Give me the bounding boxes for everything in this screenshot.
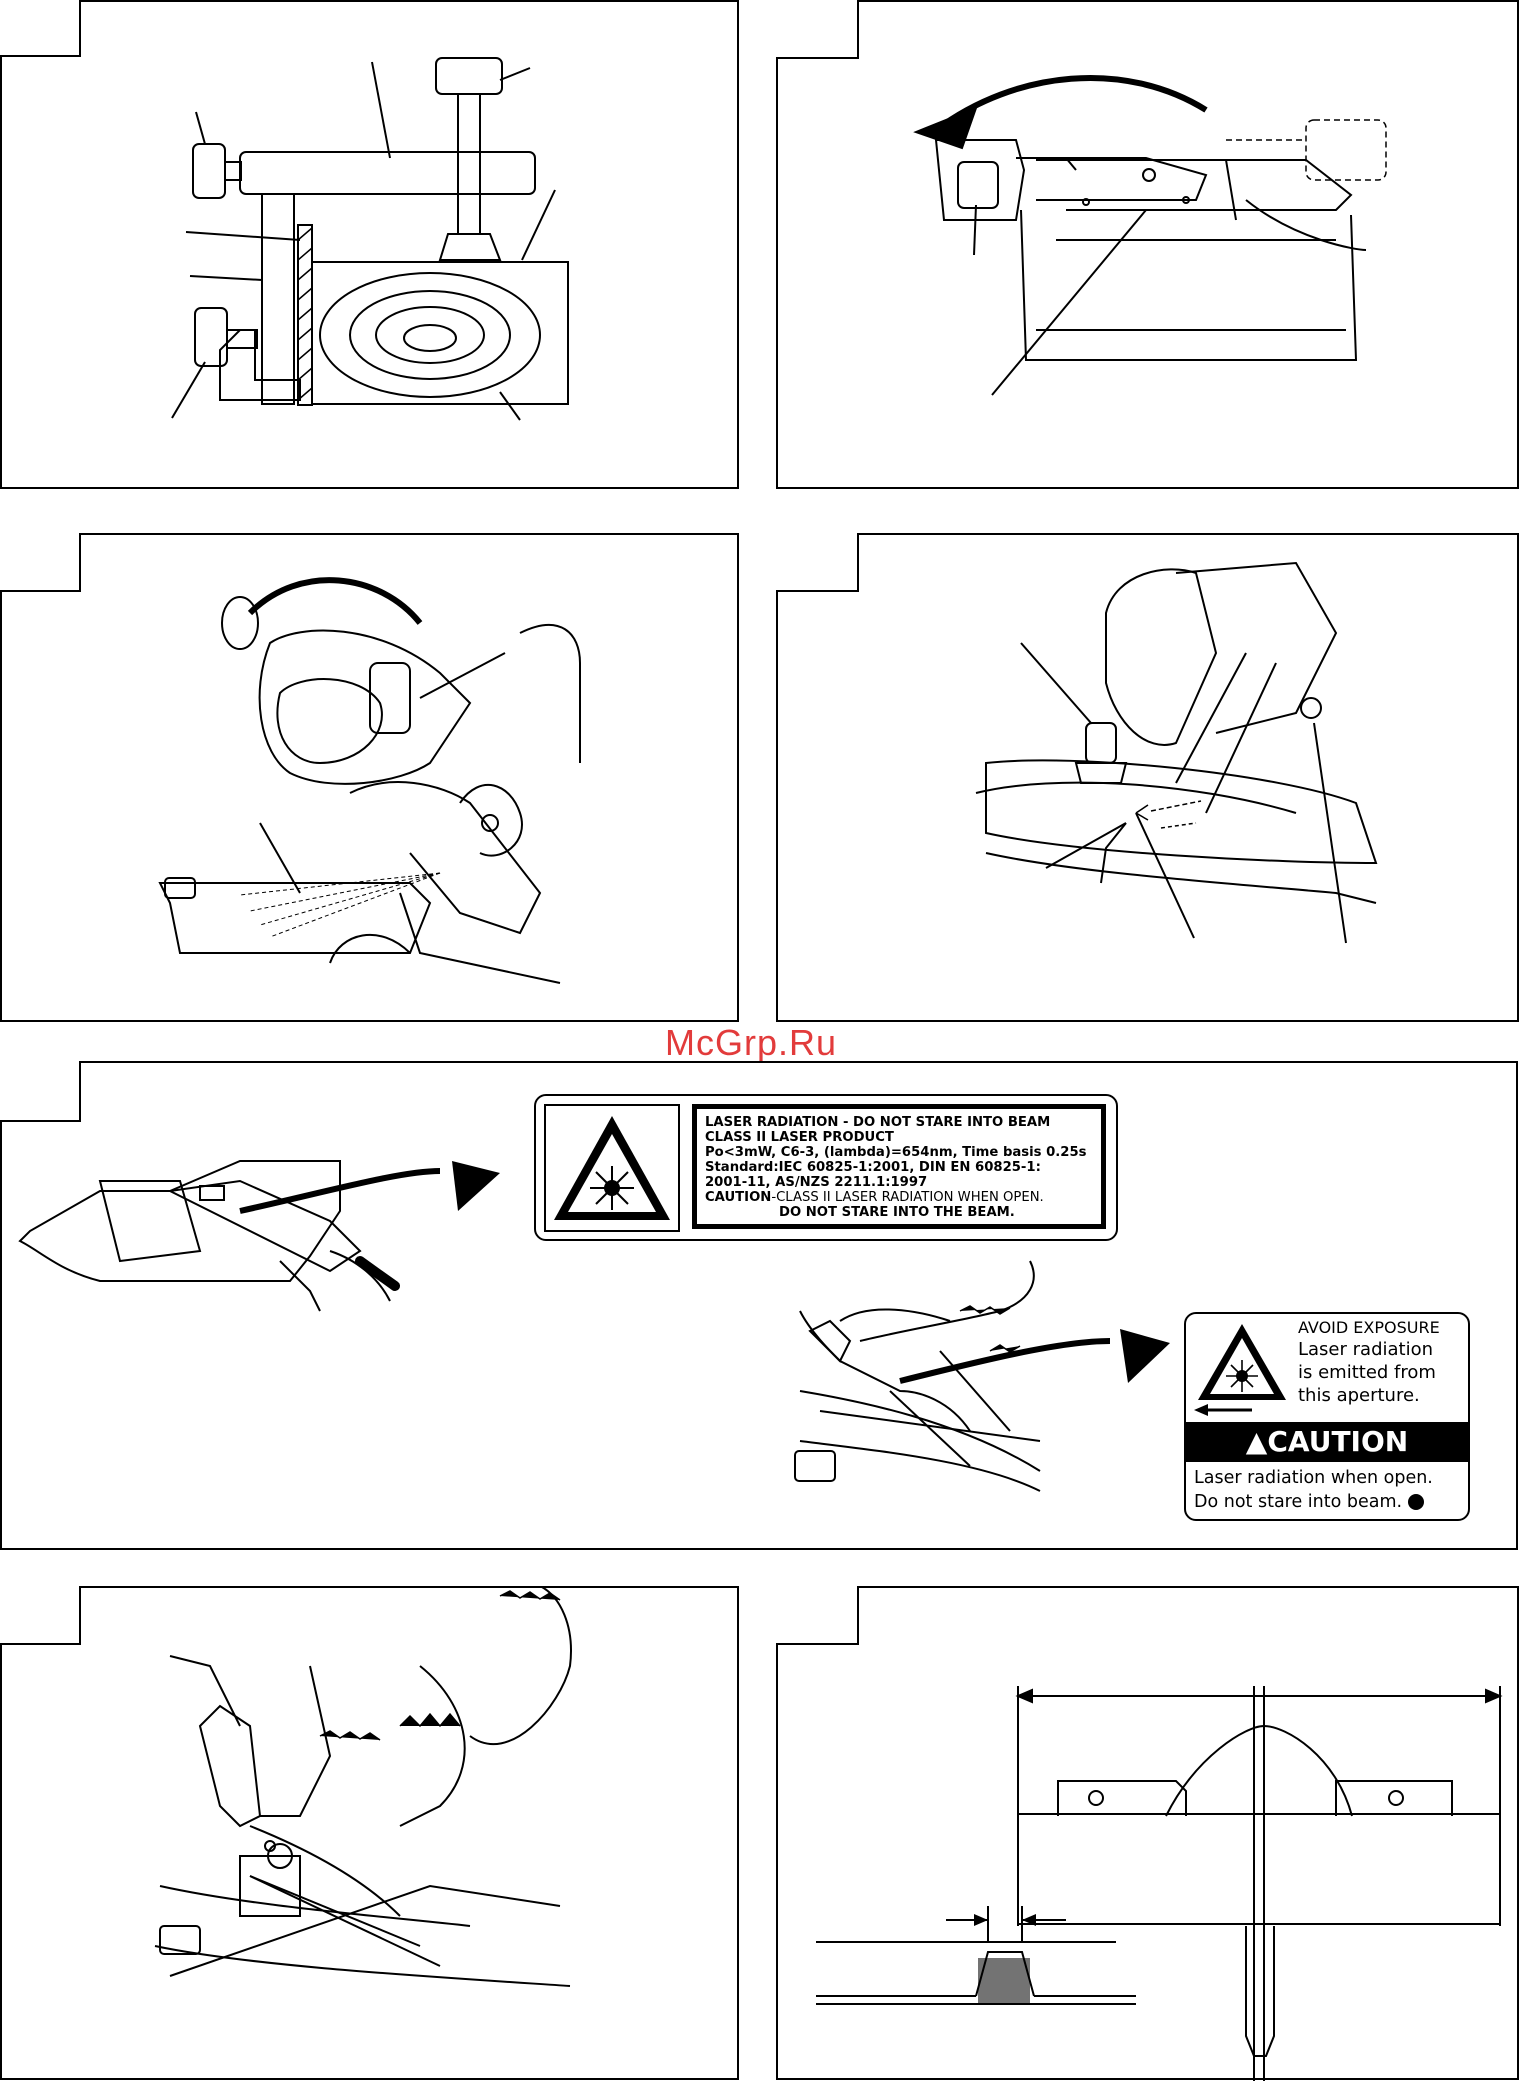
caution-word: CAUTION <box>705 1190 772 1205</box>
label-line: Po<3mW, C6-3, (lambda)=654nm, Time basis… <box>705 1145 1087 1160</box>
warning-triangle-icon: ▲ <box>1245 1425 1268 1458</box>
caution-text: CAUTION <box>1267 1425 1409 1458</box>
arrow-left-icon <box>1194 1404 1252 1416</box>
caution-banner: ▲CAUTION <box>1186 1422 1468 1462</box>
aperture-line: is emitted from <box>1298 1362 1436 1383</box>
avoid-exposure-heading: AVOID EXPOSURE <box>1298 1318 1440 1337</box>
label-line: Standard:IEC 60825-1:2001, DIN EN 60825-… <box>705 1160 1041 1175</box>
caution-line: Do not stare into beam. <box>1194 1490 1464 1514</box>
laser-warning-label-1: LASER RADIATION - DO NOT STARE INTO BEAM… <box>534 1094 1118 1241</box>
aperture-line: Laser radiation <box>1298 1339 1433 1360</box>
label-caution-line-2: DO NOT STARE INTO THE BEAM. <box>779 1205 1015 1220</box>
laser-warning-label-2: AVOID EXPOSURE Laser radiation is emitte… <box>1184 1312 1470 1521</box>
laser-hazard-icon <box>1198 1324 1286 1400</box>
caution-body: Laser radiation when open. Do not stare … <box>1194 1466 1464 1514</box>
watermark: McGrp.Ru <box>665 1022 838 1063</box>
aperture-line: this aperture. <box>1298 1385 1420 1406</box>
laser-hazard-icon <box>544 1104 680 1232</box>
aperture-warning: AVOID EXPOSURE Laser radiation is emitte… <box>1298 1318 1464 1407</box>
label-line: CLASS II LASER PRODUCT <box>705 1130 894 1145</box>
laser-label-text-box: LASER RADIATION - DO NOT STARE INTO BEAM… <box>692 1104 1106 1229</box>
label-line: LASER RADIATION - DO NOT STARE INTO BEAM <box>705 1115 1051 1130</box>
label-caution-line: CAUTION-CLASS II LASER RADIATION WHEN OP… <box>705 1190 1093 1205</box>
maker-logo-icon <box>1407 1494 1424 1510</box>
caution-line: Laser radiation when open. <box>1194 1468 1433 1488</box>
caution-rest: -CLASS II LASER RADIATION WHEN OPEN. <box>771 1190 1044 1205</box>
label-line: 2001-11, AS/NZS 2211.1:1997 <box>705 1175 928 1190</box>
